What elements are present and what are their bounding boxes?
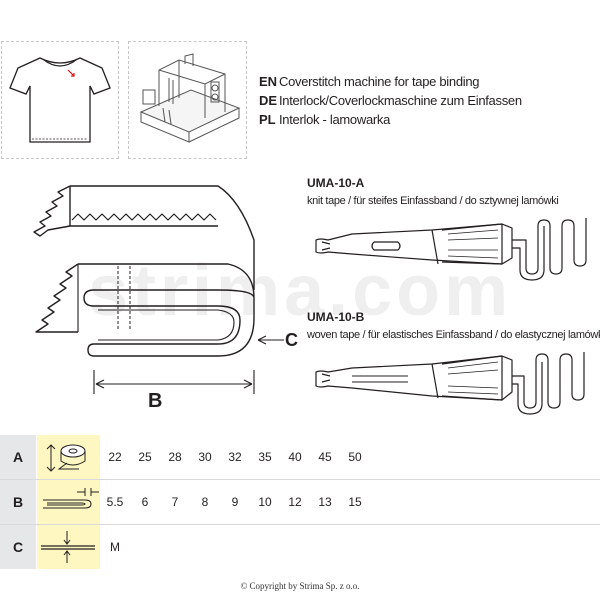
cell-value: 12: [288, 495, 302, 509]
dimension-b-label: B: [148, 390, 163, 412]
table-row-b: B 5.5 6 7 8 9 10 12 13 15: [0, 480, 600, 524]
tape-roll-width-icon: [37, 435, 100, 479]
row-letter: C: [0, 525, 36, 569]
row-values: 5.5 6 7 8 9 10 12 13 15: [100, 480, 370, 524]
row-letter: B: [0, 480, 36, 524]
dimension-c-label: C: [285, 330, 298, 350]
binder-cross-section-diagram: [33, 185, 284, 394]
cell-value: 32: [228, 450, 242, 464]
table-row-a: A 22 25 28 30 32 35 40 45 50: [0, 435, 600, 479]
cell-value: 8: [201, 495, 209, 509]
sewing-machine-icon: [139, 53, 241, 143]
lang-text: Interlock/Coverlockmaschine zum Einfasse…: [279, 93, 522, 108]
lang-code: DE: [259, 93, 278, 108]
copyright-text: © Copyright by Strima Sp. z o.o.: [240, 581, 360, 591]
cell-value: 6: [141, 495, 149, 509]
cell-value: 15: [348, 495, 362, 509]
model-a-desc: knit tape / für steifes Einfassband / do…: [307, 195, 559, 207]
lang-text: Coverstitch machine for tape binding: [279, 74, 480, 89]
lang-text: Interlok - lamowarka: [279, 112, 391, 127]
table-divider: [0, 524, 600, 525]
cell-value: 40: [288, 450, 302, 464]
tshirt-thumbnail: [1, 41, 119, 159]
model-b-title: UMA-10-B: [307, 310, 365, 324]
lang-code: EN: [259, 74, 278, 89]
tshirt-icon: [9, 57, 111, 143]
cell-value: M: [110, 540, 120, 554]
binder-attachment-a-drawing: [315, 218, 587, 281]
lang-code: PL: [259, 112, 276, 127]
cell-value: 28: [168, 450, 182, 464]
model-b-desc: woven tape / für elastisches Einfassband…: [307, 329, 600, 341]
table-row-c: C M: [0, 525, 600, 569]
model-a-title: UMA-10-A: [307, 176, 365, 190]
cell-value: 10: [258, 495, 272, 509]
cell-value: 50: [348, 450, 362, 464]
cell-value: 5.5: [106, 495, 124, 509]
cell-value: 13: [318, 495, 332, 509]
machine-thumbnail: [128, 41, 247, 159]
cell-value: 35: [258, 450, 272, 464]
thickness-icon: [37, 525, 100, 569]
cell-value: 45: [318, 450, 332, 464]
table-divider: [0, 479, 600, 480]
folded-width-icon: [37, 480, 100, 524]
binder-attachment-b-drawing: [315, 352, 585, 415]
cell-value: 30: [198, 450, 212, 464]
cell-value: 22: [108, 450, 122, 464]
cell-value: 7: [171, 495, 179, 509]
cell-value: 25: [138, 450, 152, 464]
row-letter: A: [0, 435, 36, 479]
row-values: 22 25 28 30 32 35 40 45 50: [100, 435, 370, 479]
row-values: M: [100, 525, 130, 569]
cell-value: 9: [231, 495, 239, 509]
